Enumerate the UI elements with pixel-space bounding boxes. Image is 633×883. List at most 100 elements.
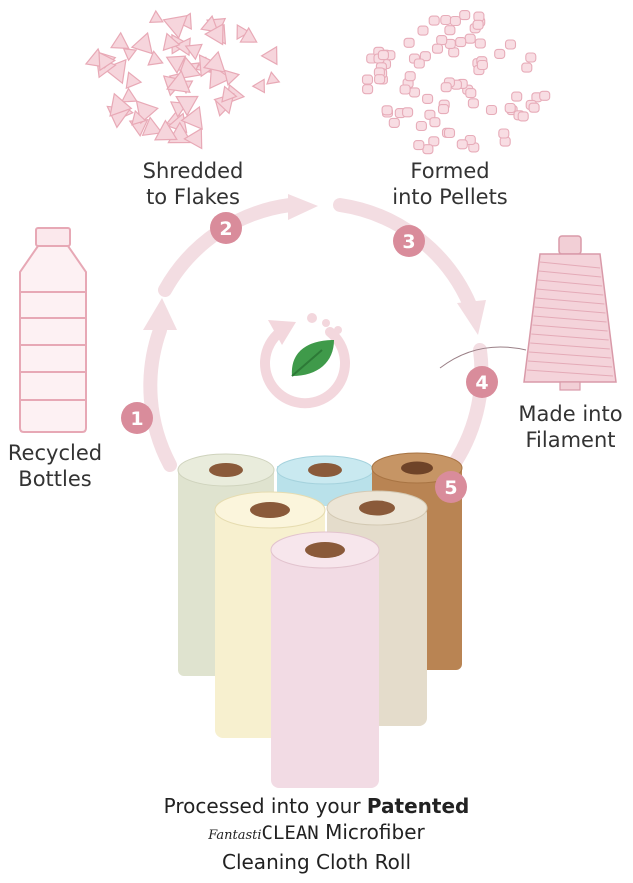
step-4-label: Made into Filament xyxy=(508,401,633,453)
flake xyxy=(165,69,191,94)
step-1-label: Recycled Bottles xyxy=(0,440,110,492)
pellet xyxy=(436,35,448,46)
flake xyxy=(110,31,130,50)
step-1-badge: 1 xyxy=(121,402,153,434)
flake xyxy=(109,92,133,117)
flake xyxy=(202,50,226,73)
recycle-leaf-icon xyxy=(260,313,350,409)
brand-caps-text: CLEAN xyxy=(261,822,319,844)
flake xyxy=(120,87,138,103)
flake xyxy=(153,119,178,141)
flake xyxy=(102,58,127,85)
step-4-label-line2: Filament xyxy=(525,428,616,452)
flake xyxy=(203,23,224,46)
pellet xyxy=(413,58,425,69)
flake xyxy=(162,14,188,40)
step-5-badge: 5 xyxy=(435,471,467,503)
pellet xyxy=(528,102,540,113)
step-2-label-line2: to Flakes xyxy=(146,185,240,209)
flake xyxy=(98,51,116,72)
flake xyxy=(122,48,138,62)
pellet xyxy=(504,102,516,114)
pellet xyxy=(428,136,440,147)
caption-line-2: FantastiCLEAN Microfiber xyxy=(0,819,633,849)
pellet xyxy=(494,48,506,59)
pellet xyxy=(440,14,452,26)
spool-thread xyxy=(530,342,610,350)
pellet xyxy=(472,19,484,30)
roll-pink xyxy=(270,531,380,788)
brand-script-text: Fantasti xyxy=(208,828,262,843)
final-product-caption: Processed into your Patented FantastiCLE… xyxy=(0,793,633,875)
pellet xyxy=(504,39,517,50)
step-3-label-line2: into Pellets xyxy=(392,185,508,209)
flake xyxy=(260,45,278,66)
pellet xyxy=(465,88,477,99)
filament-spool-illustration xyxy=(439,235,617,391)
step-badges: 1 2 3 4 5 xyxy=(121,212,498,503)
pellet xyxy=(440,82,452,93)
flake xyxy=(147,50,164,66)
pellet xyxy=(428,15,440,26)
pellet xyxy=(422,93,434,104)
flake xyxy=(251,78,266,94)
pellet xyxy=(388,117,400,128)
pellet xyxy=(443,127,456,139)
pellet xyxy=(399,84,411,95)
flake xyxy=(131,109,147,126)
pellet xyxy=(429,117,441,128)
spool-thread xyxy=(533,315,607,323)
pellet xyxy=(431,43,444,54)
flake xyxy=(184,43,203,61)
flake xyxy=(162,32,181,52)
cycle-arrowheads xyxy=(143,194,486,335)
flake xyxy=(236,23,251,41)
pellet xyxy=(437,104,450,115)
pellet xyxy=(467,98,479,109)
pellets-illustration xyxy=(361,10,551,155)
caption-microfiber: Microfiber xyxy=(318,820,425,844)
flake xyxy=(221,85,238,103)
caption-line-1: Processed into your Patented xyxy=(0,793,633,819)
flake xyxy=(130,31,153,55)
spool-thread xyxy=(527,360,613,368)
pellet xyxy=(404,71,416,82)
step-3-badge: 3 xyxy=(393,225,425,257)
microfiber-rolls xyxy=(177,452,463,788)
pellet xyxy=(498,128,510,139)
flake xyxy=(148,9,164,24)
spool-thread xyxy=(526,369,614,377)
pellet xyxy=(464,33,476,44)
pellet xyxy=(459,10,471,21)
pellet xyxy=(511,91,523,102)
pellet xyxy=(402,107,414,118)
shredded-flakes-illustration xyxy=(84,9,281,150)
step-1-number: 1 xyxy=(130,408,143,430)
spool-thread xyxy=(535,297,605,305)
pellet xyxy=(485,104,498,116)
recycled-bottle-illustration xyxy=(19,227,87,433)
flake xyxy=(125,71,143,90)
step-2-label: Shredded to Flakes xyxy=(118,158,268,210)
pellet xyxy=(403,37,415,48)
step-5-number: 5 xyxy=(444,477,457,499)
flake xyxy=(165,55,187,75)
step-3-label: Formed into Pellets xyxy=(375,158,525,210)
caption-line-3: Cleaning Cloth Roll xyxy=(221,850,412,874)
flake xyxy=(223,69,241,86)
pellet xyxy=(422,144,434,155)
pellet xyxy=(476,59,488,71)
step-2-number: 2 xyxy=(219,218,232,240)
pellet xyxy=(517,111,529,122)
flake xyxy=(141,116,163,137)
step-1-label-line1: Recycled xyxy=(7,441,103,465)
pellet xyxy=(525,52,537,63)
flake xyxy=(180,105,203,131)
pellet xyxy=(417,25,429,36)
pellet xyxy=(419,51,431,62)
spool-thread xyxy=(534,306,606,314)
flake xyxy=(239,26,258,43)
flake xyxy=(176,56,202,80)
